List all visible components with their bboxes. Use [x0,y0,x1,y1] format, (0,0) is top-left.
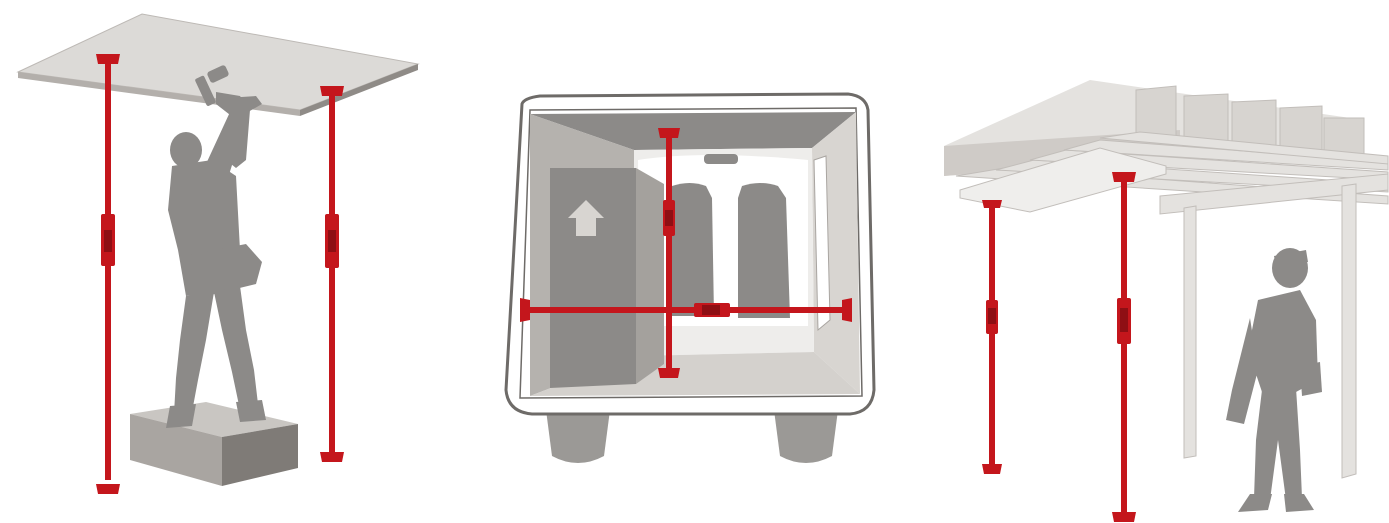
cargo-box-side [636,168,664,384]
pole-bottom-pad [320,452,344,462]
pole-left-pad [520,298,530,322]
up-arrow-icon [568,200,604,236]
pole-bottom-pad [982,464,1002,474]
rear-view-mirror [704,154,738,164]
van-scene [504,92,876,463]
pole-upper-shaft [329,96,335,214]
pergola-crossbeam [959,147,1167,213]
cargo-box-front [550,168,636,388]
pole-bottom-pad [96,484,120,494]
pole-top-pad [1112,172,1136,182]
pole-top-pad [982,200,1002,208]
pole-top-pad [320,86,344,96]
van-horizontal-pole [520,298,852,322]
pole-lower-shaft [329,268,335,452]
pergola-scene [944,80,1389,522]
pole-bottom-pad [658,368,680,378]
pole-upper-shaft [105,64,111,214]
support-pole-left [96,54,120,494]
van-wheel-right [774,410,838,463]
step-platform-front [130,414,222,486]
worker-silhouette-standing [1226,248,1322,512]
pole-bottom-pad [1112,512,1136,522]
step-platform-side [222,424,298,486]
pergola-post-right [1341,183,1357,479]
van-wheel-left [546,410,610,463]
van-seat-left [668,183,714,316]
support-pole-right [320,86,344,462]
pergola-pole-left [982,200,1002,474]
van-interior-ceiling [530,112,856,150]
van-seat-right [738,183,790,318]
ceiling-scene [16,13,420,494]
pergola-post-left [1183,205,1197,459]
pole-lower-shaft [105,266,111,480]
pole-top-pad [658,128,680,138]
pergola-beam-blocks [1135,85,1365,159]
pole-right-pad [842,298,852,322]
van-vertical-pole [658,128,680,378]
worker-silhouette [166,65,266,428]
pergola-pole-middle [1112,172,1136,522]
pole-top-pad [96,54,120,64]
